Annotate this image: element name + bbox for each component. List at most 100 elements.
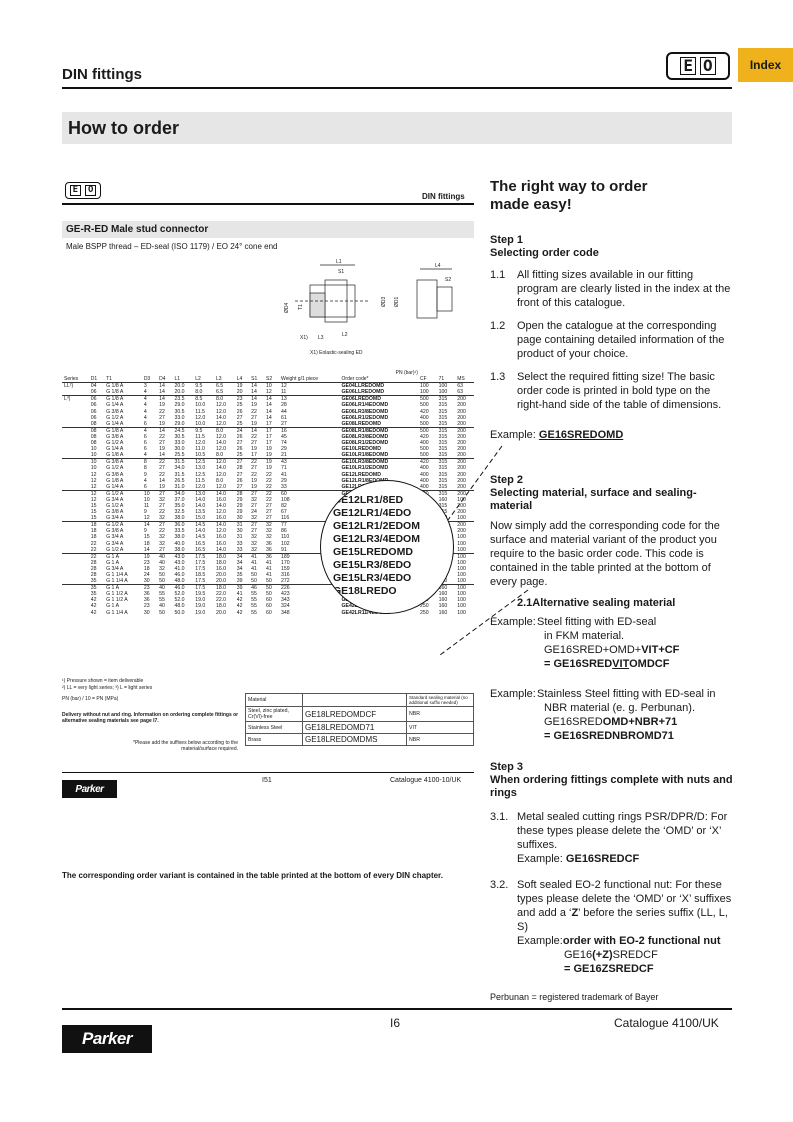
- variant-seal: NBR: [406, 733, 474, 746]
- table-cell: 42: [236, 597, 243, 604]
- table-cell: 4: [143, 402, 147, 409]
- table-cell: GE08LR1/8EDOMD: [339, 426, 418, 434]
- table-cell: 100: [418, 382, 437, 390]
- table-cell: G 1/2 A: [106, 440, 124, 447]
- table-cell: 38.0: [174, 534, 185, 541]
- table-cell: 41: [266, 559, 272, 566]
- table-cell: 36: [143, 591, 150, 598]
- table-cell: 32: [266, 528, 272, 535]
- table-cell: 06: [90, 408, 97, 415]
- table-cell: 100: [457, 496, 466, 503]
- index-tab-label[interactable]: Index: [749, 58, 782, 72]
- table-cell: 14: [159, 477, 165, 484]
- table-cell: 12: [266, 389, 272, 396]
- label-l2: L2: [342, 332, 348, 338]
- table-cell: 71: [280, 465, 287, 472]
- table-cell: 28: [234, 489, 250, 497]
- table-cell: 13.0: [195, 465, 206, 472]
- table-cell: 14: [143, 546, 150, 553]
- table-cell: 19: [266, 446, 272, 453]
- table-cell: 28: [90, 572, 97, 578]
- table-cell: 40: [157, 584, 173, 592]
- table-cell: 315: [438, 420, 448, 427]
- table-cell: 29.0: [174, 420, 185, 427]
- table-cell: 41: [249, 552, 265, 560]
- table-cell: 6: [143, 446, 147, 453]
- table-cell: 60: [266, 597, 272, 604]
- label-l4: L4: [435, 263, 441, 269]
- table-cell: 55: [159, 597, 165, 604]
- table-cell: 8.0: [213, 426, 235, 434]
- table-cell: 200: [457, 483, 466, 490]
- table-cell: 100: [457, 591, 466, 598]
- table-cell: 12.0: [213, 458, 235, 466]
- table-cell: 19: [266, 452, 272, 459]
- table-cell: G 1 1/2 A: [106, 591, 128, 598]
- table-cell: 32: [159, 515, 165, 522]
- table-cell: 12.0: [215, 420, 227, 427]
- footer-rule: [62, 1008, 732, 1010]
- section-title: DIN fittings: [62, 66, 142, 83]
- table-cell: 41: [266, 565, 272, 572]
- table-cell: 316: [280, 572, 290, 578]
- table-cell: 226: [278, 584, 340, 592]
- table-cell: 200: [457, 402, 466, 409]
- table-cell: 31.5: [174, 471, 185, 478]
- magnified-code: GE12LR1/8ED: [333, 494, 404, 506]
- table-cell: 250: [420, 603, 429, 610]
- table-cell: G 1 1/4 A: [106, 578, 128, 585]
- pointer-line-2: [440, 589, 529, 656]
- table-cell: 16.5: [195, 540, 206, 547]
- column-header: L3: [215, 376, 222, 383]
- table-cell: 348: [280, 609, 290, 616]
- table-cell: 48.0: [174, 578, 185, 585]
- table-cell: 25: [236, 452, 243, 459]
- table-cell: 23: [141, 584, 158, 592]
- table-cell: 9.5: [193, 382, 214, 390]
- table-cell: 35: [236, 572, 243, 578]
- step-2-1: 2.1Alternative sealing material: [517, 597, 676, 609]
- table-cell: 27: [159, 502, 165, 509]
- variant-material: Brass: [245, 733, 303, 746]
- table-cell: 16.5: [195, 546, 206, 553]
- table-cell: 20.0: [215, 578, 227, 585]
- page-title-bar: [62, 112, 732, 144]
- table-cell: 200: [457, 440, 466, 447]
- table-cell: 22: [159, 471, 165, 478]
- table-cell: 27: [236, 483, 243, 490]
- table-cell: GE08LREDOMD: [341, 420, 382, 427]
- table-cell: GE06LR3/8EDOMD: [341, 408, 389, 415]
- table-cell: 86: [280, 528, 287, 535]
- step-3-2: 3.2.Soft sealed EO-2 functional nut: For…: [490, 879, 732, 975]
- table-cell: 33.0: [174, 440, 185, 447]
- table-cell: 39: [236, 578, 243, 585]
- table-cell: 08: [90, 420, 97, 427]
- table-cell: 200: [455, 489, 474, 497]
- table-cell: 189: [278, 552, 340, 560]
- table-cell: 200: [457, 414, 466, 421]
- table-cell: 200: [457, 509, 466, 516]
- index-tab[interactable]: Index: [738, 48, 793, 82]
- step1-title: Step 1: [490, 234, 524, 246]
- table-cell: 24: [143, 572, 150, 578]
- table-cell: 27: [266, 515, 272, 522]
- table-cell: 27: [234, 458, 250, 466]
- variant-code: GE18LREDOMDMS: [302, 733, 407, 746]
- table-cell: 14.0: [215, 465, 227, 472]
- table-cell: 14: [157, 382, 173, 390]
- table-cell: 35.0: [174, 502, 185, 509]
- table-cell: 22: [159, 509, 165, 516]
- table-cell: GE42LR11/4EDOMD: [341, 609, 391, 616]
- table-cell: 36.0: [172, 521, 194, 529]
- table-cell: 200: [457, 502, 466, 509]
- table-cell: 12: [90, 483, 97, 490]
- table-cell: G 1/4 A: [106, 420, 124, 427]
- table-cell: 27: [236, 440, 243, 447]
- table-cell: 33.0: [174, 414, 185, 421]
- table-cell: G 1 1/4 A: [106, 609, 128, 616]
